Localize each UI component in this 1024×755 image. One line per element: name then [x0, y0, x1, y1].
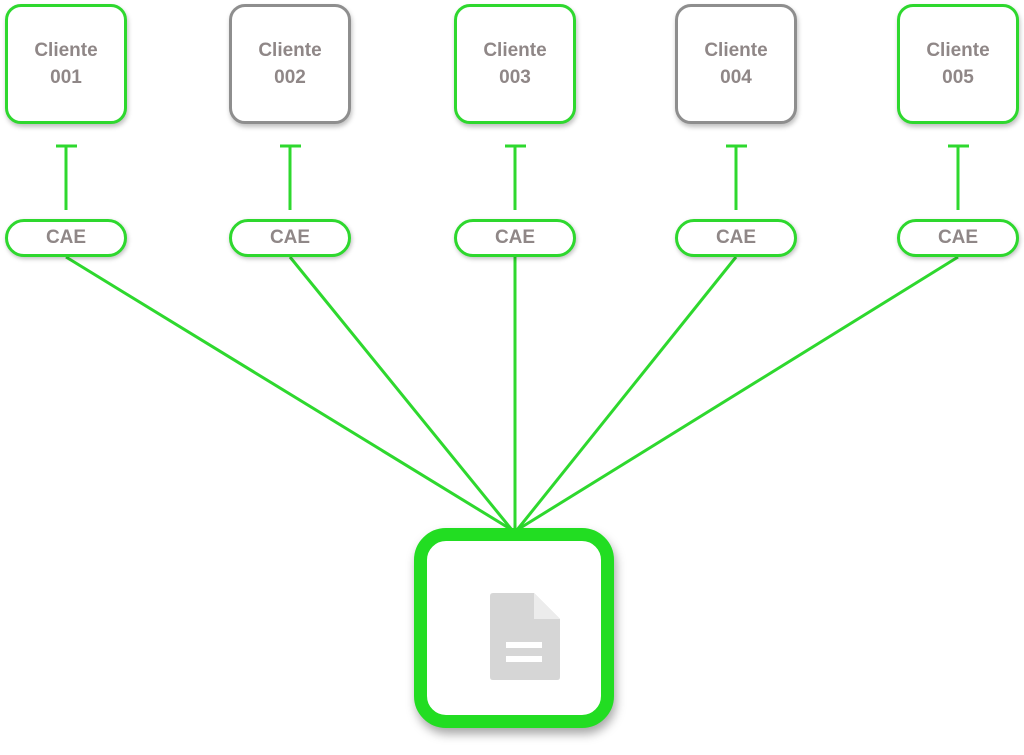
client-node-005: Cliente 005 — [897, 4, 1019, 124]
cae-connector-4: CAE — [675, 219, 797, 257]
client-label: Cliente 002 — [258, 40, 322, 88]
link-line-1 — [65, 255, 513, 532]
cae-label: CAE — [937, 227, 979, 248]
cae-label: CAE — [494, 227, 536, 248]
cae-connector-2: CAE — [229, 219, 351, 257]
cae-label: CAE — [715, 227, 757, 248]
cae-label: CAE — [269, 227, 311, 248]
cae-label: CAE — [45, 227, 87, 248]
client-label: Cliente 004 — [704, 40, 768, 88]
document-hub — [414, 528, 614, 728]
client-label: Cliente 001 — [34, 40, 98, 88]
client-node-002: Cliente 002 — [229, 4, 351, 124]
cae-connector-5: CAE — [897, 219, 1019, 257]
client-node-001: Cliente 001 — [5, 4, 127, 124]
client-node-004: Cliente 004 — [675, 4, 797, 124]
client-label: Cliente 003 — [483, 40, 547, 88]
client-node-003: Cliente 003 — [454, 4, 576, 124]
cae-connector-3: CAE — [454, 219, 576, 257]
client-label: Cliente 005 — [926, 40, 990, 88]
link-line-5 — [516, 255, 959, 532]
link-line-4 — [515, 256, 738, 531]
document-icon — [490, 593, 560, 680]
link-line-2 — [288, 256, 514, 531]
cae-connector-1: CAE — [5, 219, 127, 257]
